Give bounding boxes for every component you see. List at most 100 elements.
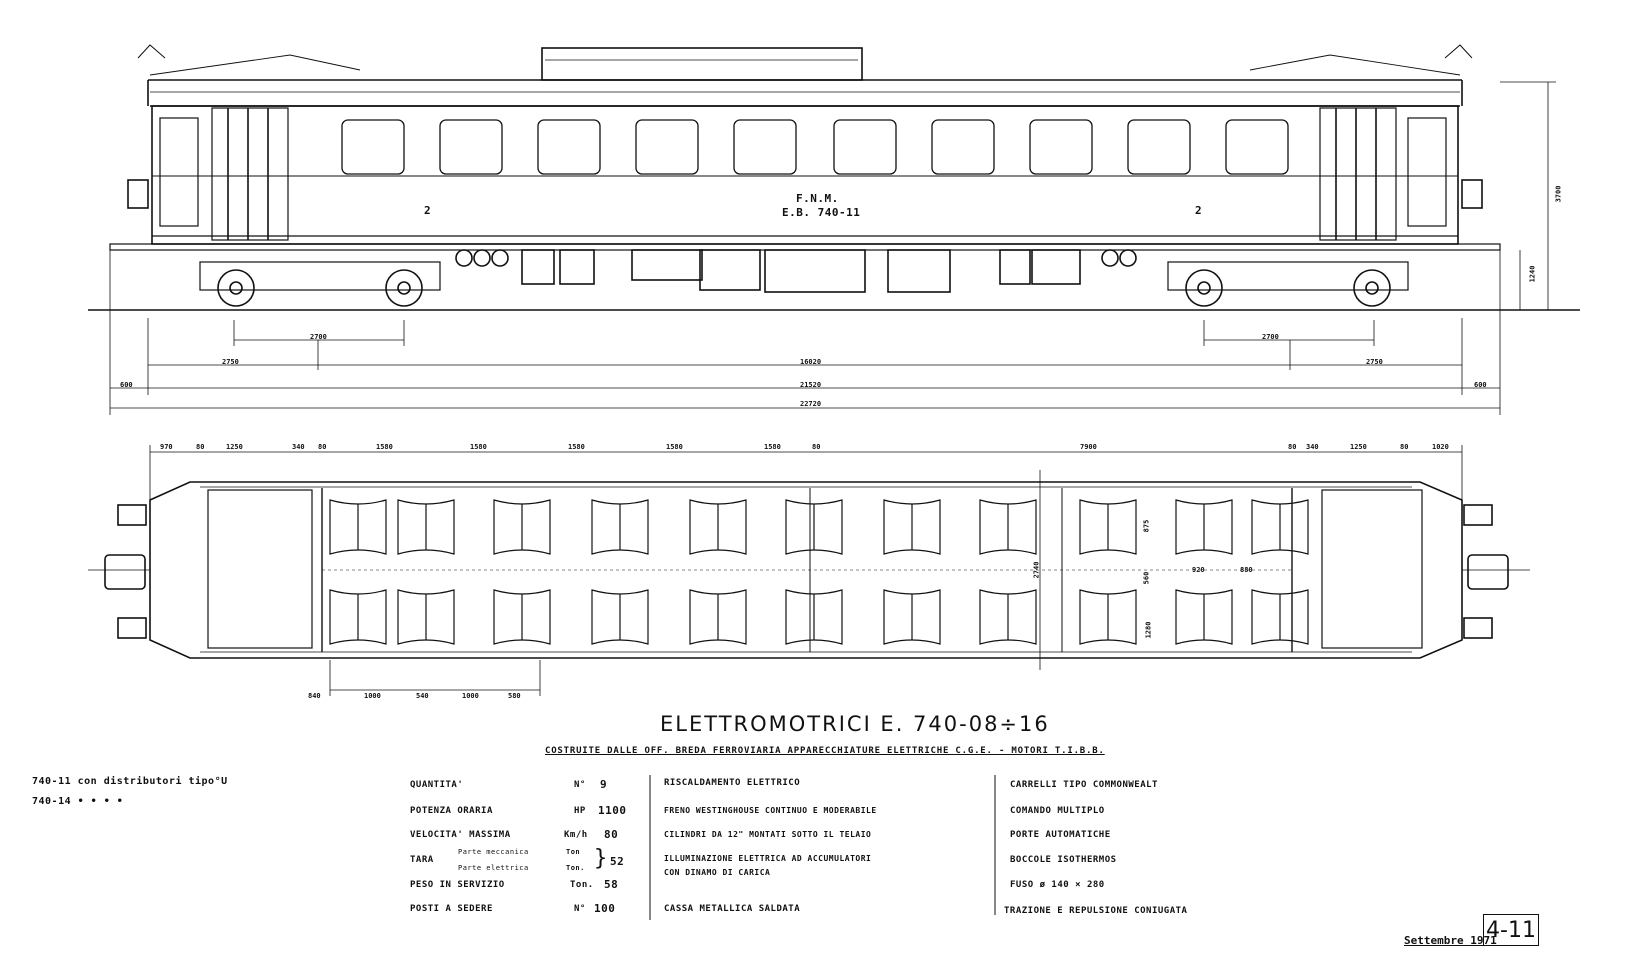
seat [1251, 589, 1309, 645]
side-dimension-lines [109, 81, 1556, 415]
car-marking-line2: E.B. 740-11 [782, 206, 861, 219]
feature-item: BOCCOLE ISOTHERMOS [1010, 855, 1117, 865]
dim-aisle: 560 [1142, 571, 1151, 585]
sheet-number: 4-11 [1486, 917, 1536, 943]
plan-top-dim: 970 [160, 443, 173, 451]
plan-top-dim: 340 [292, 443, 305, 451]
spec-unit: HP [574, 806, 586, 816]
tara-sub-unit-b: Ton. [566, 864, 585, 872]
feature-item: CARRELLI TIPO COMMONWEALT [1010, 780, 1158, 790]
spec-unit: Ton. [570, 880, 594, 890]
seat [397, 589, 455, 645]
note-left-1: 740-11 con distributori tipo°U [32, 776, 228, 787]
seat [785, 499, 843, 555]
tara-sub-b: Parte elettrica [458, 864, 529, 872]
feature-item: CON DINAMO DI CARICA [664, 868, 771, 877]
side-window [1127, 119, 1191, 175]
spec-value: 9 [600, 778, 608, 791]
seat [979, 589, 1037, 645]
seat [397, 499, 455, 555]
feature-item: CASSA METALLICA SALDATA [664, 904, 801, 914]
spec-label: VELOCITA' MASSIMA [410, 830, 511, 840]
dim-overhang-right: 2750 [1366, 358, 1383, 366]
dim-body-length: 21520 [800, 381, 822, 389]
seat [591, 589, 649, 645]
note-left-2: 740-14 • • • • [32, 796, 124, 807]
dim-seat-b: 880 [1240, 566, 1253, 574]
spec-label: QUANTITA' [410, 780, 464, 790]
spec-table-rules [649, 775, 996, 920]
plan-top-dim: 80 [196, 443, 205, 451]
dim-overhang-left: 2750 [222, 358, 239, 366]
dim-row-width: 875 [1142, 519, 1151, 533]
dim-seat-row: 1280 [1144, 621, 1153, 639]
dim-height-roof: 3700 [1554, 185, 1563, 203]
dim-buffer-right: 600 [1474, 381, 1487, 389]
side-window [833, 119, 897, 175]
plan-bottom-dim: 1000 [364, 692, 381, 700]
side-window [1225, 119, 1289, 175]
side-elevation [88, 44, 1580, 311]
plan-top-dim: 1580 [764, 443, 781, 451]
feature-item: ILLUMINAZIONE ELETTRICA AD ACCUMULATORI [664, 854, 872, 863]
seat [493, 499, 551, 555]
seat [883, 589, 941, 645]
drawing-date: Settembre 1971 [1404, 934, 1497, 947]
side-window [733, 119, 797, 175]
side-window [537, 119, 601, 175]
spec-label: POSTI A SEDERE [410, 904, 493, 914]
feature-item: CILINDRI DA 12" MONTATI SOTTO IL TELAIO [664, 830, 872, 839]
tara-sub-a: Parte meccanica [458, 848, 529, 856]
tara-sub-unit-a: Ton [566, 848, 581, 856]
tara-brace: } [594, 846, 608, 871]
plan-top-dim: 1580 [376, 443, 393, 451]
dim-pivot-distance: 16020 [800, 358, 822, 366]
side-window [635, 119, 699, 175]
spec-value: 58 [604, 878, 619, 891]
side-window [931, 119, 995, 175]
plan-top-dim: 80 [812, 443, 821, 451]
class-mark-right: 2 [1195, 204, 1203, 217]
spec-unit: N° [574, 904, 586, 914]
spec-label: POTENZA ORARIA [410, 806, 493, 816]
side-window [439, 119, 503, 175]
plan-top-dim: 1580 [470, 443, 487, 451]
seat [1079, 499, 1137, 555]
plan-top-dim: 1250 [1350, 443, 1367, 451]
seat-rows [329, 499, 1309, 645]
plan-bottom-dim: 1000 [462, 692, 479, 700]
dim-bogie-wheelbase-right: 2700 [1262, 333, 1279, 341]
dim-buffer-left: 600 [120, 381, 133, 389]
plan-top-dim: 340 [1306, 443, 1319, 451]
side-window [341, 119, 405, 175]
side-windows [341, 119, 1289, 175]
feature-item: RISCALDAMENTO ELETTRICO [664, 778, 801, 788]
plan-top-dim: 80 [1400, 443, 1409, 451]
spec-unit: N° [574, 780, 586, 790]
class-mark-left: 2 [424, 204, 432, 217]
dim-plan-width: 2740 [1032, 561, 1041, 579]
sheet-number-box: 4-11 [1483, 914, 1539, 946]
drawing-subtitle: COSTRUITE DALLE OFF. BREDA FERROVIARIA A… [545, 746, 1105, 756]
feature-item: TRAZIONE E REPULSIONE CONIUGATA [1004, 906, 1188, 916]
feature-item: COMANDO MULTIPLO [1010, 806, 1105, 816]
dim-bogie-wheelbase-left: 2700 [310, 333, 327, 341]
plan-bottom-dim: 580 [508, 692, 521, 700]
spec-value: 1100 [598, 804, 627, 817]
seat [689, 589, 747, 645]
seat [329, 589, 387, 645]
plan-top-dim: 1250 [226, 443, 243, 451]
dim-seat-a: 920 [1192, 566, 1205, 574]
dim-total-length: 22720 [800, 400, 822, 408]
car-marking-line1: F.N.M. [796, 192, 839, 205]
plan-bottom-dim: 540 [416, 692, 429, 700]
spec-value: 80 [604, 828, 619, 841]
seat [591, 499, 649, 555]
plan-top-dim: 1580 [568, 443, 585, 451]
dim-height-floor: 1240 [1528, 265, 1537, 283]
spec-unit: Km/h [564, 830, 588, 840]
feature-item: FRENO WESTINGHOUSE CONTINUO E MODERABILE [664, 806, 877, 815]
plan-dimension-lines [149, 445, 1463, 696]
plan-top-dim: 1580 [666, 443, 683, 451]
